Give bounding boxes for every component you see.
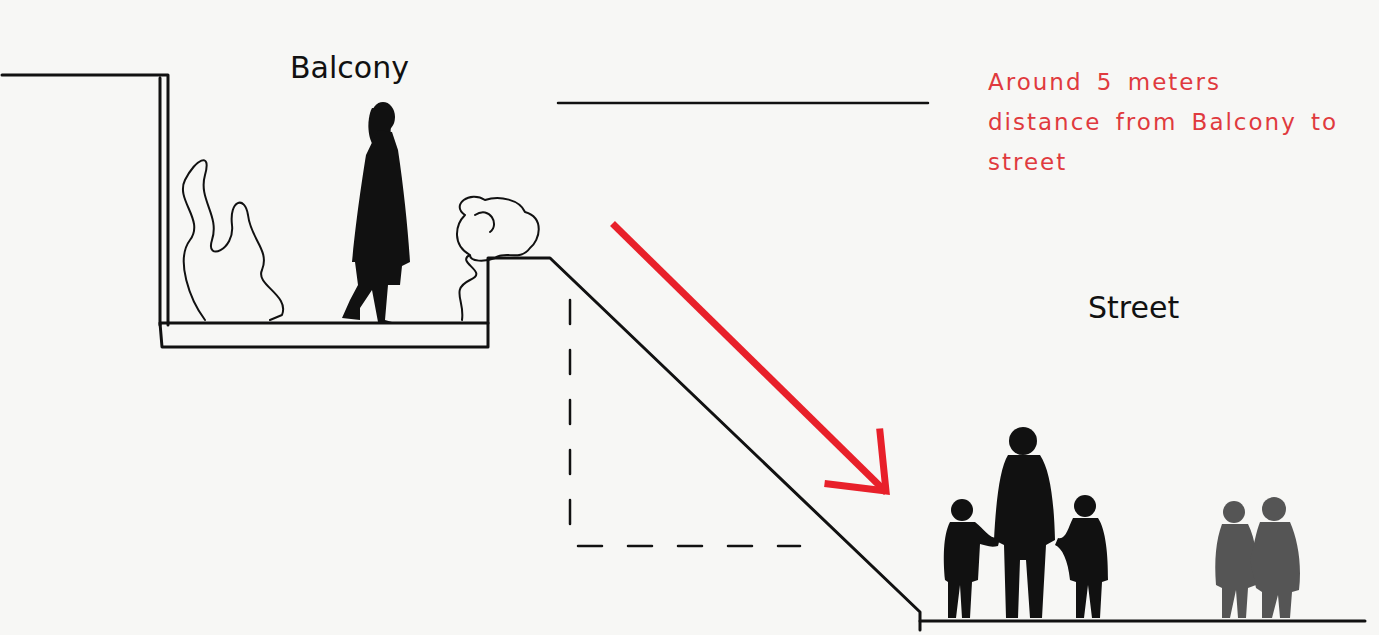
balcony-floor xyxy=(160,323,488,347)
woman-silhouette xyxy=(342,102,410,322)
top-rule xyxy=(558,102,928,105)
plant-scribble xyxy=(183,160,283,320)
family-silhouette xyxy=(944,427,1108,618)
plant-scribble xyxy=(457,197,539,320)
area-label: Balcony xyxy=(290,50,409,85)
building-wall xyxy=(2,75,168,325)
red-arrow xyxy=(615,226,886,491)
distance-note: Around 5 meters distance from Balcony to… xyxy=(988,62,1348,182)
dashed-guide xyxy=(570,300,800,546)
area-label: Street xyxy=(1088,290,1179,325)
couple-silhouette xyxy=(1215,497,1300,618)
street-ground xyxy=(920,620,1365,623)
